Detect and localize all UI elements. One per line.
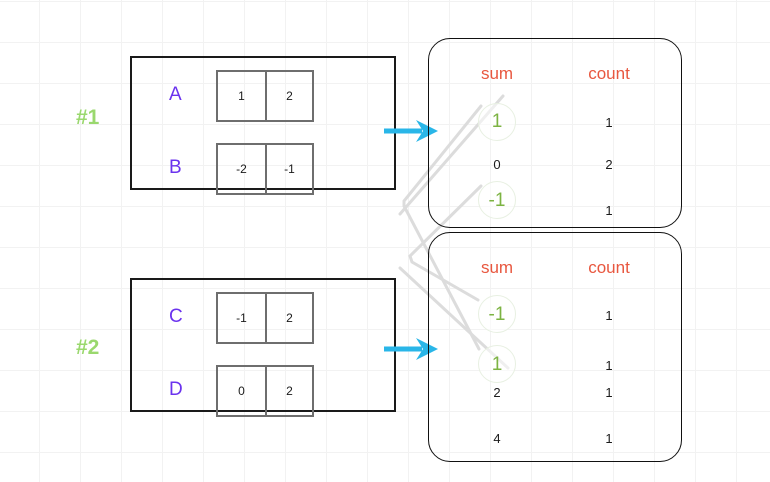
result-1-row-0-highlight-circle [478, 103, 516, 141]
result-1-row-0-sum: 1 [491, 111, 503, 132]
result-2-row-3-count: 1 [605, 431, 613, 446]
result-2-row-1-sum: 1 [491, 354, 503, 375]
row-c-cell-1: 2 [265, 294, 312, 342]
row-label-b: B [169, 157, 182, 178]
result-1-header-count: count [588, 64, 630, 83]
row-d-cell-1: 2 [265, 367, 312, 415]
result-1-row-2-sum: -1 [488, 190, 506, 211]
row-b-cells: -2 -1 [216, 143, 314, 195]
result-2-row-0-sum: -1 [488, 304, 506, 325]
result-2-row-2-count: 1 [605, 385, 613, 400]
result-2-row-3-sum: 4 [493, 431, 501, 446]
result-box-2: sum count -1 1 1 1 2 1 4 1 [428, 232, 682, 462]
result-2-header-sum: sum [480, 258, 514, 277]
result-1-row-2-count: 1 [605, 203, 613, 218]
result-2-row-1-highlight-circle [478, 345, 516, 383]
result-2-row-1-count: 1 [605, 358, 613, 373]
row-label-a: A [169, 84, 182, 105]
result-1-row-2-highlight-circle [478, 181, 516, 219]
group-box-2: C -1 2 D 0 2 [130, 278, 396, 417]
result-2-row-0-highlight-circle [478, 295, 516, 333]
step-label-2: #2 [76, 336, 100, 359]
row-d-cells: 0 2 [216, 365, 314, 417]
result-2-row-2-sum: 2 [493, 385, 501, 400]
result-1-header-sum: sum [480, 64, 514, 83]
group-box-1: A 1 2 B -2 -1 [130, 56, 396, 195]
arrow-right-icon-2 [384, 338, 438, 360]
row-a-cells: 1 2 [216, 70, 314, 122]
result-1-row-0-count: 1 [605, 115, 613, 130]
row-label-d: D [169, 379, 183, 400]
result-1-row-1-sum: 0 [493, 157, 501, 172]
row-c-cell-0: -1 [236, 311, 247, 325]
row-a-cell-1: 2 [265, 72, 312, 120]
row-a-cell-0: 1 [238, 89, 245, 103]
row-b-cell-0: -2 [236, 162, 247, 176]
arrow-right-icon-1 [384, 120, 438, 142]
result-box-1: sum count 1 1 0 2 -1 1 [428, 38, 682, 228]
row-b-cell-1: -1 [265, 145, 312, 193]
result-1-row-1-count: 2 [605, 157, 613, 172]
result-2-row-0-count: 1 [605, 308, 613, 323]
row-d-cell-0: 0 [238, 384, 245, 398]
row-c-cells: -1 2 [216, 292, 314, 344]
step-label-1: #1 [76, 106, 100, 129]
row-label-c: C [169, 306, 183, 327]
result-2-header-count: count [588, 258, 630, 277]
